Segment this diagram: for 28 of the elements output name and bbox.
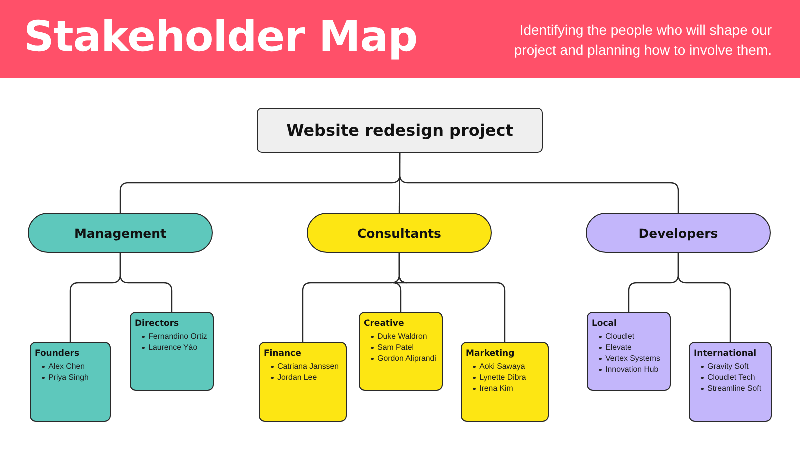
connector-line bbox=[678, 253, 732, 342]
stakeholder-card bbox=[130, 312, 214, 391]
title: Stakeholder Map bbox=[24, 12, 418, 61]
stakeholder-card bbox=[259, 342, 347, 422]
node-heading: Marketing bbox=[466, 349, 516, 359]
group-pill bbox=[307, 213, 492, 253]
node-heading: International bbox=[694, 349, 758, 359]
node-heading: Founders bbox=[35, 349, 81, 359]
group-pill bbox=[586, 213, 771, 253]
node-heading: Consultants bbox=[357, 226, 442, 240]
connector-line bbox=[120, 253, 173, 312]
node-heading: Creative bbox=[364, 319, 406, 329]
node-heading: Finance bbox=[264, 349, 302, 359]
stakeholder-card bbox=[587, 312, 671, 391]
project-box bbox=[257, 108, 543, 153]
group-pill bbox=[28, 213, 213, 253]
stakeholder-card bbox=[689, 342, 772, 422]
connector-line bbox=[399, 153, 680, 213]
stakeholder-card bbox=[30, 342, 111, 422]
connector-line bbox=[398, 253, 506, 342]
node-heading: Directors bbox=[135, 319, 180, 329]
node-heading: Local bbox=[592, 319, 618, 329]
node-heading: Management bbox=[74, 226, 166, 240]
node-heading: Developers bbox=[638, 226, 718, 240]
subtitle: Identifying the people who will shape our project and planning how to involve them. bbox=[513, 21, 772, 60]
stakeholder-card bbox=[359, 312, 443, 391]
stakeholder-card bbox=[461, 342, 549, 422]
node-heading: Website redesign project bbox=[286, 121, 514, 140]
